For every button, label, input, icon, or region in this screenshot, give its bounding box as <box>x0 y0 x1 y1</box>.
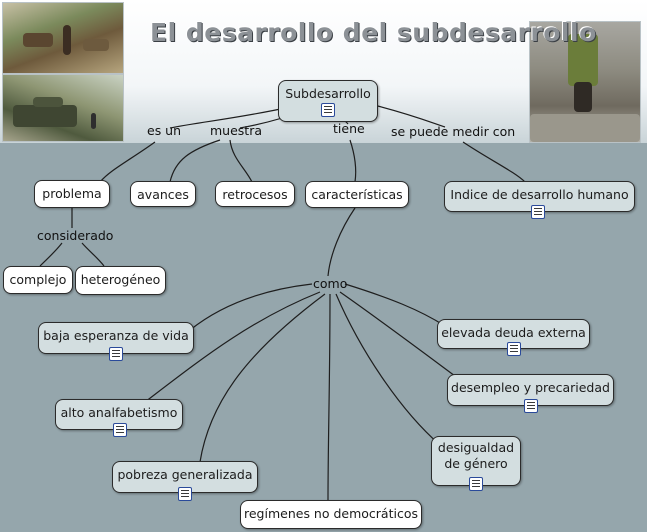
wire <box>230 140 252 182</box>
node-label-line-1: desigualdad <box>432 440 520 456</box>
node-label: Indice de desarrollo humano <box>450 187 628 202</box>
node-label: avances <box>137 187 189 202</box>
link-tiene: tiene <box>330 121 368 136</box>
node-label: alto analfabetismo <box>61 405 178 420</box>
wire <box>190 284 312 330</box>
document-icon[interactable] <box>469 477 483 491</box>
document-icon[interactable] <box>524 399 538 413</box>
wire <box>100 142 155 182</box>
node-complejo[interactable]: complejo <box>3 266 73 294</box>
node-label: características <box>311 187 402 202</box>
link-muestra: muestra <box>207 123 265 138</box>
node-regimenes[interactable]: regímenes no democráticos <box>240 500 422 529</box>
wire <box>350 140 356 182</box>
node-label: Subdesarrollo <box>285 86 371 101</box>
document-icon[interactable] <box>113 423 127 437</box>
node-label: regímenes no democráticos <box>244 506 418 521</box>
document-icon[interactable] <box>507 342 521 356</box>
wire <box>328 294 330 500</box>
node-heterogeneo[interactable]: heterogéneo <box>75 266 166 295</box>
node-label: pobreza generalizada <box>117 467 252 482</box>
wire <box>328 208 355 276</box>
node-caracteristicas[interactable]: características <box>305 181 409 208</box>
wire <box>82 243 104 266</box>
node-label: retrocesos <box>222 187 287 202</box>
node-label: heterogéneo <box>81 272 161 287</box>
link-es-un: es un <box>144 123 184 138</box>
node-retrocesos[interactable]: retrocesos <box>215 181 295 207</box>
document-icon[interactable] <box>531 205 545 219</box>
node-problema[interactable]: problema <box>34 180 110 208</box>
link-como: como <box>310 276 350 291</box>
wire <box>463 142 525 182</box>
link-considerado: considerado <box>34 228 116 243</box>
node-label: problema <box>42 186 101 201</box>
node-label-line-2: de género <box>432 456 520 472</box>
wire <box>336 294 440 445</box>
node-label: desempleo y precariedad <box>451 380 610 395</box>
node-label: baja esperanza de vida <box>43 328 189 343</box>
wire <box>40 243 62 266</box>
document-icon[interactable] <box>321 103 335 117</box>
wire <box>170 140 220 182</box>
node-label: complejo <box>10 272 67 287</box>
node-label: elevada deuda externa <box>441 325 586 340</box>
document-icon[interactable] <box>109 347 123 361</box>
link-se-puede-medir: se puede medir con <box>388 124 518 139</box>
node-avances[interactable]: avances <box>130 181 196 207</box>
wire <box>345 284 445 326</box>
document-icon[interactable] <box>178 487 192 501</box>
